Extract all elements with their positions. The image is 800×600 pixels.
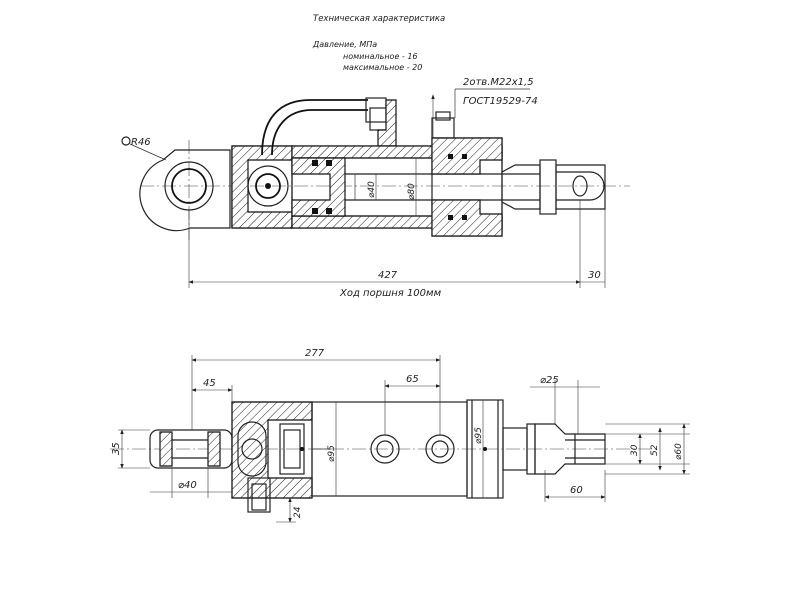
spec-nominal: номинальное - 16 [343,52,418,61]
eye-radius: R46 [131,137,151,148]
overall-length: 427 [378,270,398,281]
dim-45: 45 [203,378,216,389]
dim-24: 24 [293,506,303,518]
port-standard: ГОСТ19529-74 [463,96,538,107]
dim-40: ⌀40 [178,480,197,491]
dim-25: ⌀25 [540,375,559,386]
stroke-label: Ход поршня 100мм [339,288,442,299]
end-offset: 30 [588,270,601,281]
dim-30: 30 [630,444,640,456]
bottom-view: 277 45 65 ⌀25 35 ⌀40 24 ⌀95 ⌀95 [110,348,690,523]
dim-60-horizontal: 60 [570,485,583,496]
dim-60-vertical: ⌀60 [674,443,684,460]
spec-pressure-label: Давление, МПа [312,40,377,49]
length-277: 277 [305,348,325,359]
body-diameter-1: ⌀95 [327,445,337,462]
dim-65: 65 [406,374,419,385]
body-diameter-2: ⌀95 [474,427,484,444]
spec-block: Техническая характеристика Давление, МПа… [312,14,445,72]
bore-diameter: ⌀80 [407,183,417,200]
spec-title: Техническая характеристика [313,14,445,24]
top-view: R46 ⌀40 ⌀80 [121,97,630,299]
spec-maximum: максимальное - 20 [343,63,422,72]
port-thread: 2отв.М22х1,5 [463,77,534,88]
dim-52: 52 [650,444,660,456]
dim-35: 35 [111,442,122,455]
rod-diameter: ⌀40 [367,181,377,198]
